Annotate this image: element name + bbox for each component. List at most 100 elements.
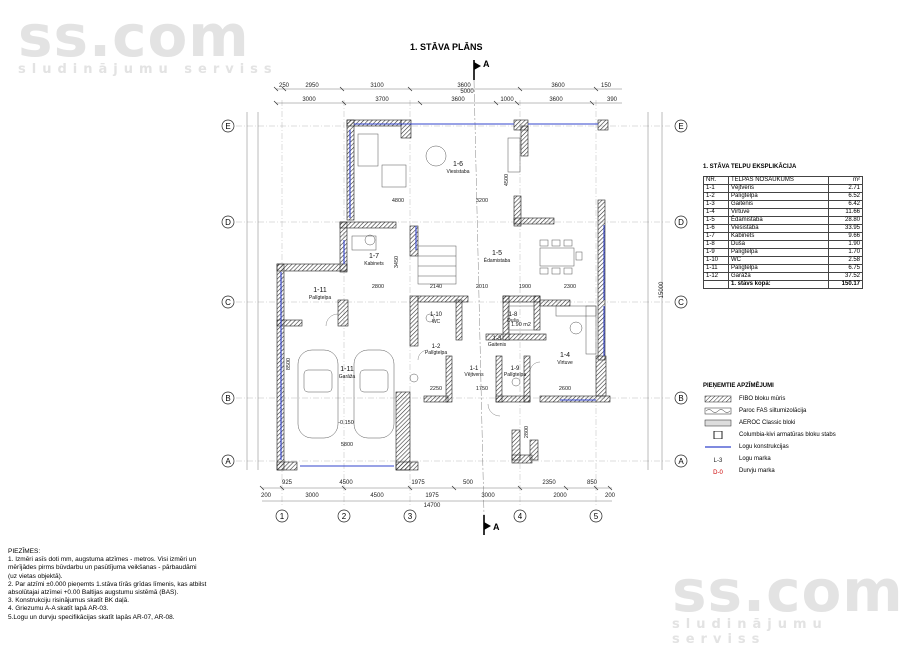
table-cell: 1-4 xyxy=(703,208,729,217)
col-label: 3 xyxy=(408,512,413,521)
door-marks xyxy=(325,313,541,417)
svg-text:2600: 2600 xyxy=(559,386,571,392)
table-cell: Gaitenis xyxy=(727,200,829,209)
walls xyxy=(276,119,611,471)
svg-text:4500: 4500 xyxy=(504,174,510,186)
svg-text:3000: 3000 xyxy=(305,493,319,499)
svg-text:5800: 5800 xyxy=(341,442,353,448)
room-id: 1-9 xyxy=(511,366,520,372)
room-id: 1-11 xyxy=(340,366,354,373)
table-cell: Ēdamistaba xyxy=(727,216,829,225)
watermark-tagline: sludinājumu serviss xyxy=(18,62,278,77)
room-name: Kabinets xyxy=(364,261,384,267)
table-cell: 28.80 xyxy=(827,216,864,225)
note-line: 4. Griezumu A-A skatīt lapā AR-03. xyxy=(8,605,109,613)
legend-title: PIEŅEMTIE APZĪMĒJUMI xyxy=(703,383,774,389)
legend-symbol xyxy=(703,430,733,440)
svg-text:2250: 2250 xyxy=(430,386,442,392)
svg-text:L-3: L-3 xyxy=(714,458,723,463)
svg-text:1900: 1900 xyxy=(519,284,531,290)
dimension-texts: 250 2950 3100 3600 3600 150 3000 3700 36… xyxy=(261,83,665,509)
row-label-left: B xyxy=(225,394,230,403)
svg-text:2800: 2800 xyxy=(524,426,530,438)
svg-text:8500: 8500 xyxy=(286,358,292,370)
row-label-left: E xyxy=(225,122,230,131)
table-cell: 9.66 xyxy=(827,232,864,241)
legend-item: FIBO bloku mūris xyxy=(703,393,836,405)
table-cell: 1-6 xyxy=(703,224,729,233)
svg-text:1975: 1975 xyxy=(425,493,439,499)
room-name: Palīgtelpa xyxy=(504,372,526,378)
table-cell: 1-2 xyxy=(703,192,729,201)
room-id: 1-5 xyxy=(492,250,502,257)
room-id: 1-8 xyxy=(509,312,518,318)
grid-bubbles: E D C B A E D C B A 1 2 3 4 xyxy=(221,119,688,523)
table-cell: 37.52 xyxy=(827,272,864,281)
svg-text:2950: 2950 xyxy=(305,83,319,89)
svg-text:4500: 4500 xyxy=(339,480,353,486)
legend-symbol xyxy=(703,443,733,451)
room-name: Gaitenis xyxy=(488,342,507,348)
room-id: 1-4 xyxy=(560,352,570,359)
svg-text:3600: 3600 xyxy=(549,97,563,103)
svg-text:2300: 2300 xyxy=(564,284,576,290)
table-cell: Garāža xyxy=(727,272,829,281)
col-label: 5 xyxy=(594,512,599,521)
svg-text:3600: 3600 xyxy=(551,83,565,89)
row-label-right: C xyxy=(678,298,684,307)
row-label-left: C xyxy=(225,298,231,307)
table-cell: Palīgtelpa xyxy=(727,192,829,201)
table-cell: Virtuve xyxy=(727,208,829,217)
table-cell: 6.75 xyxy=(827,264,864,273)
svg-text:1.90 m2: 1.90 m2 xyxy=(511,322,531,328)
svg-text:14700: 14700 xyxy=(424,503,441,509)
svg-text:1975: 1975 xyxy=(411,480,425,486)
room-name: Virtuve xyxy=(557,360,573,366)
room-id: 1-11 xyxy=(313,287,327,294)
svg-text:850: 850 xyxy=(587,480,598,486)
dimension-ticks xyxy=(259,86,613,491)
section-mark-bottom: A xyxy=(483,515,500,535)
legend-label: FIBO bloku mūris xyxy=(739,396,786,402)
room-name: Palīgtelpa xyxy=(425,350,447,356)
explication-table: 1. STĀVA TELPU EKSPLIKĀCIJA NR. TELPAS N… xyxy=(703,164,864,289)
row-label-left: D xyxy=(225,218,231,227)
row-label-right: E xyxy=(678,122,683,131)
table-cell: Vējtveris xyxy=(727,184,829,193)
note-line: (uz vietas objektā). xyxy=(8,572,63,580)
note-line: absolūtajai atzīmei +0.00 Baltijas augst… xyxy=(8,589,179,597)
room-name: Duša xyxy=(507,318,519,324)
svg-text:D-0: D-0 xyxy=(713,470,723,475)
room-id: 1-2 xyxy=(432,344,441,350)
table-cell: 6.52 xyxy=(827,192,864,201)
legend-symbol: D-0 xyxy=(703,467,733,476)
room-id: 1-3 xyxy=(493,336,502,342)
svg-text:3100: 3100 xyxy=(370,83,384,89)
legend-symbol: L-3 xyxy=(703,455,733,464)
explication-title: 1. STĀVA TELPU EKSPLIKĀCIJA xyxy=(703,164,797,170)
col-label: 4 xyxy=(518,512,523,521)
note-line: 3. Konstrukciju risinājumus skatīt BK da… xyxy=(8,597,130,605)
row-label-right: A xyxy=(678,457,684,466)
table-cell: 150.17 xyxy=(827,280,864,289)
svg-text:390: 390 xyxy=(607,97,618,103)
table-cell: 1-12 xyxy=(703,272,729,281)
notes-title: PIEZĪMES: xyxy=(8,548,41,555)
room-id: 1-1 xyxy=(470,366,479,372)
legend-label: Columbia-kivi armatūras bloku stabs xyxy=(739,432,836,438)
table-cell: 1-10 xyxy=(703,256,729,265)
table-cell: 1-5 xyxy=(703,216,729,225)
watermark-brand: ss.com xyxy=(18,2,250,70)
legend-label: Paroc FAS siltumizolācija xyxy=(739,408,807,414)
svg-text:3450: 3450 xyxy=(394,256,400,268)
